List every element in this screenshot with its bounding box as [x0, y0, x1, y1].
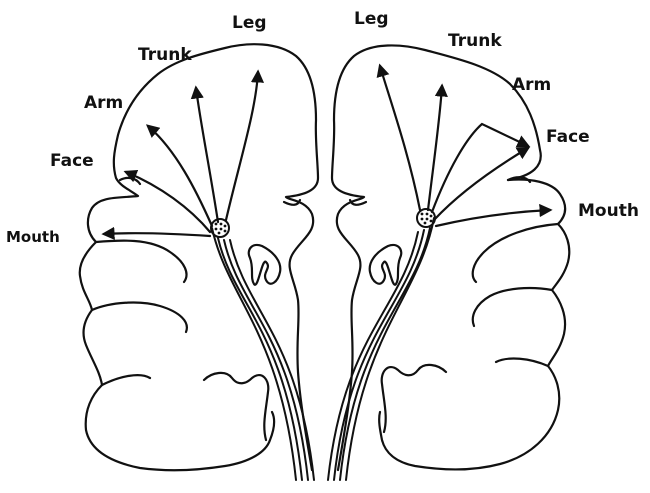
right-sulcus-1 — [473, 224, 558, 282]
right-hemisphere: Leg Trunk Arm Face Mouth — [328, 9, 639, 480]
right-sulcus-2 — [473, 288, 552, 326]
left-sulcus-2 — [92, 303, 187, 332]
left-arrow-mouth — [104, 233, 210, 236]
right-hemisphere-outline — [332, 45, 569, 470]
left-label-face: Face — [50, 151, 94, 171]
right-arrow-arm — [432, 124, 528, 212]
left-fiber-4 — [230, 240, 314, 480]
left-sulcus-4 — [120, 178, 140, 184]
left-label-trunk: Trunk — [138, 45, 192, 65]
right-capsule-dots — [421, 213, 433, 225]
right-sulcus-5 — [382, 365, 446, 432]
right-label-face: Face — [546, 127, 590, 147]
left-ventricle — [249, 245, 281, 285]
left-hemisphere: Leg Trunk Arm Face Mouth — [6, 13, 318, 480]
left-label-arm: Arm — [84, 93, 123, 113]
right-fiber-4 — [328, 232, 418, 480]
right-label-mouth: Mouth — [578, 201, 639, 221]
right-fiber-3 — [334, 230, 424, 480]
right-arrow-leg — [380, 66, 420, 210]
right-ventricle — [370, 245, 402, 285]
left-arrow-arm — [148, 126, 212, 226]
left-arrow-trunk — [196, 88, 218, 222]
left-label-leg: Leg — [232, 13, 267, 33]
left-arrow-leg — [226, 72, 258, 220]
right-label-trunk: Trunk — [448, 31, 502, 51]
left-label-mouth: Mouth — [6, 228, 60, 246]
left-capsule-dots — [215, 223, 227, 235]
right-sulcus-3 — [496, 359, 548, 366]
left-sulcus-3 — [102, 375, 150, 385]
left-sulcus-5 — [204, 373, 268, 440]
right-label-leg: Leg — [354, 9, 389, 29]
left-sulcus-1 — [96, 241, 186, 282]
right-arrow-face — [434, 148, 528, 220]
right-label-arm: Arm — [512, 75, 551, 95]
right-arrow-mouth — [436, 210, 550, 226]
